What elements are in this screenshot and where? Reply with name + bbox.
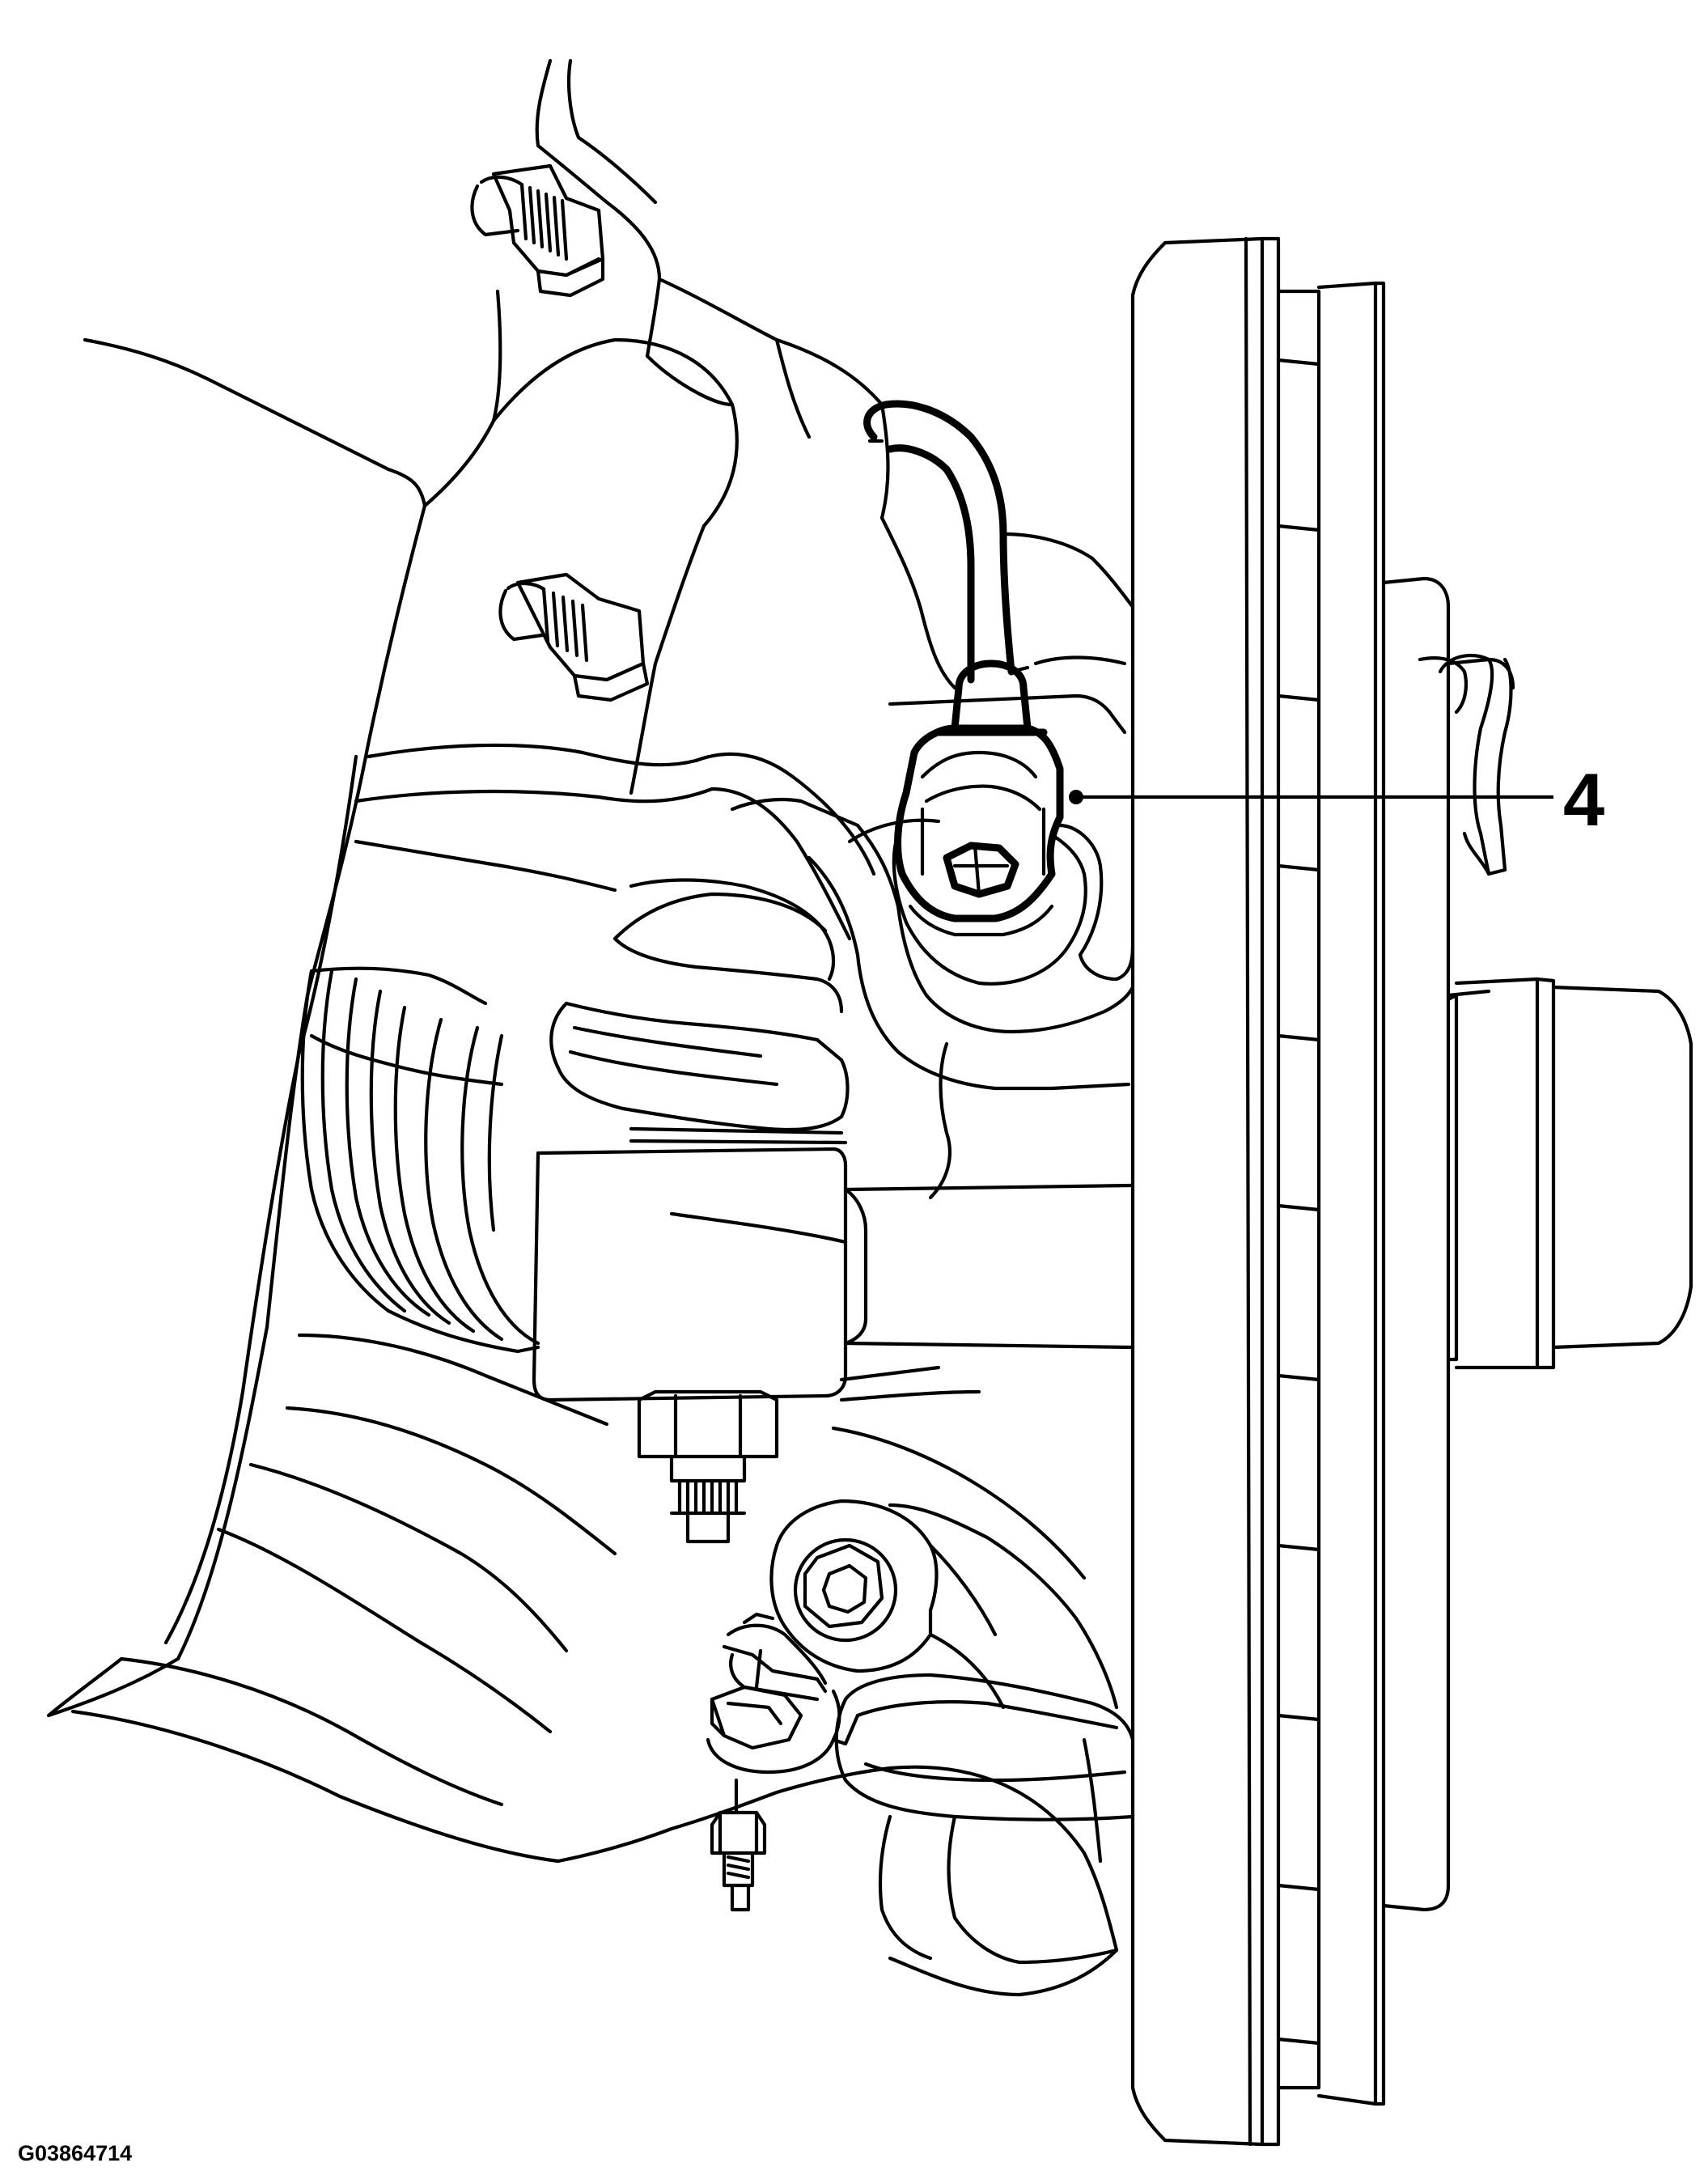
wheel-speed-sensor [863,400,1135,986]
upper-stud-bolt [470,163,605,298]
cv-boot [300,969,540,1354]
tie-rod [532,1147,1135,1402]
callout-4: 4 [1069,759,1604,842]
figure-id: G03864714 [18,2141,132,2165]
strut-bracket [847,515,1135,844]
caliper-housing [730,693,1135,1200]
lower-stud-bolt [498,572,650,702]
callout-label: 4 [1563,759,1604,842]
brake-rotor [1130,236,1386,2147]
wheel-hub [1381,576,1693,1912]
lower-ball-joint [769,1426,1119,1710]
tie-rod-nut [637,1389,779,1544]
tie-rod-end [549,878,850,1145]
lower-control-arm [834,1673,1135,1965]
steering-knuckle [46,58,1119,1997]
